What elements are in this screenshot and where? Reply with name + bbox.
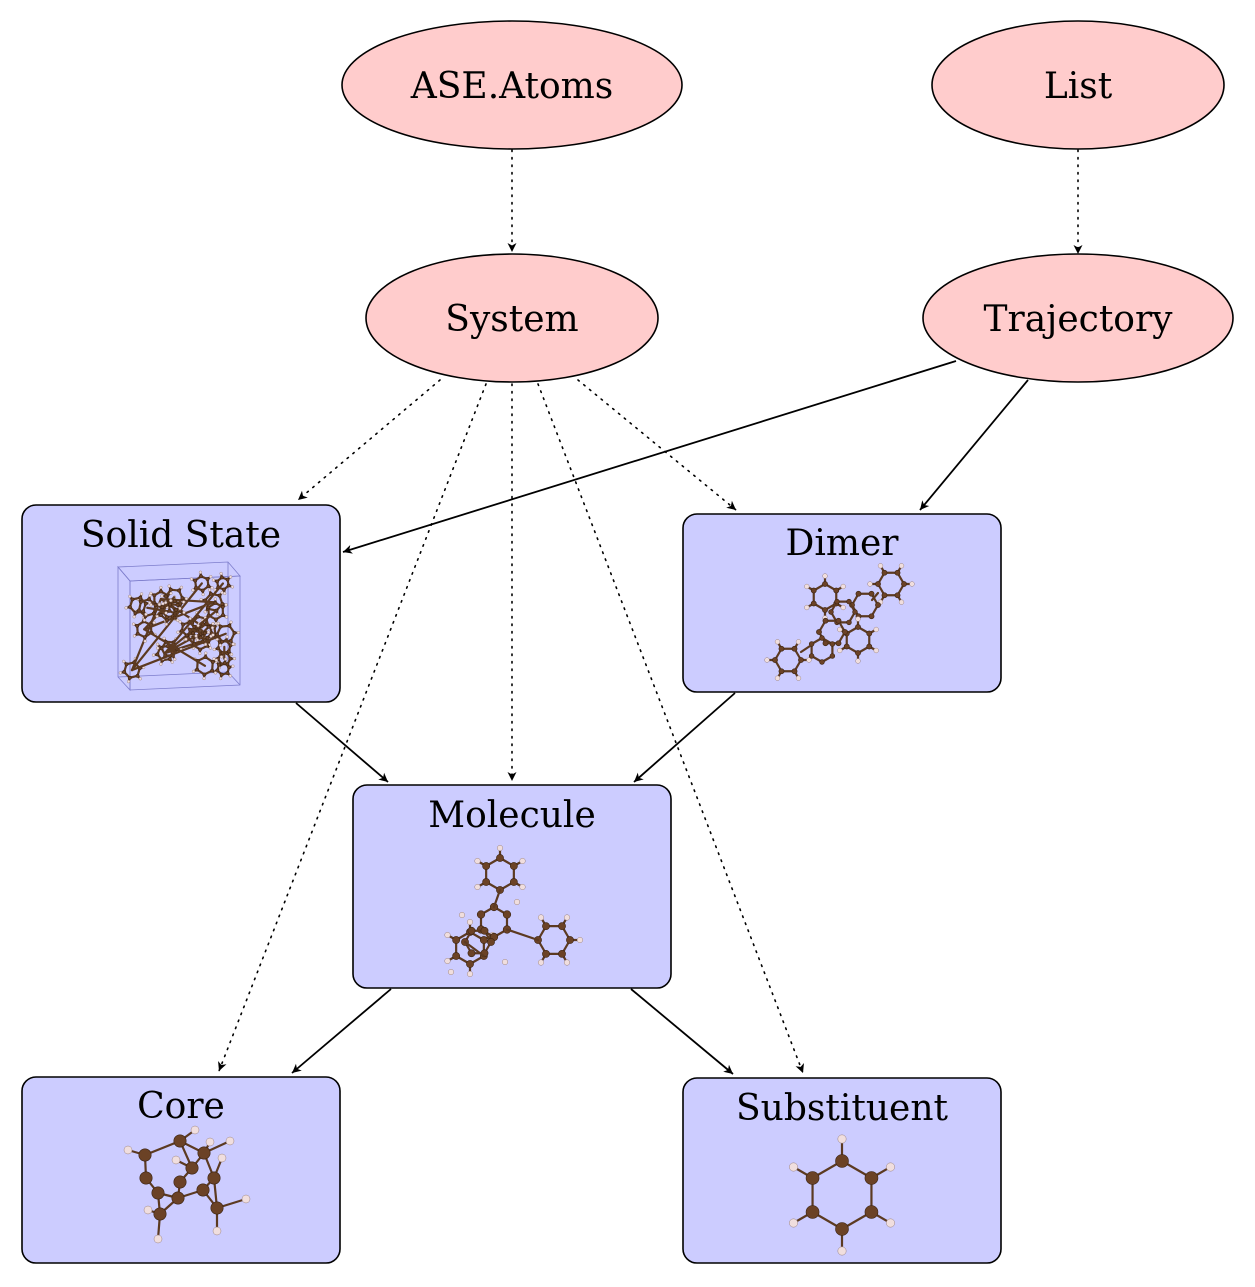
edge-trajectory-to-dimer [919,379,1029,511]
node-system: System [365,253,659,383]
node-substituent: Substituent [682,1077,1002,1264]
ase-atoms-label: ASE.Atoms [410,66,614,107]
edge-system-to-core [218,383,487,1072]
edge-solid-state-to-molecule [295,702,389,783]
edges [218,149,1083,1075]
solid-state-crystal-image [117,561,241,692]
edge-system-to-substituent [537,383,804,1074]
edge-system-to-solid-state [297,379,441,501]
edge-trajectory-to-solid-state [342,360,957,554]
node-ase-atoms: ASE.Atoms [341,20,683,150]
dimer-label: Dimer [785,523,899,564]
node-molecule: Molecule [352,784,672,989]
system-label: System [445,299,578,340]
substituent-structure-image [789,1134,895,1256]
edge-molecule-to-substituent [630,988,734,1075]
core-label: Core [137,1086,225,1127]
node-list: List [931,20,1225,150]
node-trajectory: Trajectory [922,253,1234,383]
edge-dimer-to-molecule [633,692,736,783]
node-solid-state: Solid State [21,504,341,703]
dimer-molecule-image [764,563,915,681]
trajectory-label: Trajectory [984,299,1174,340]
edge-molecule-to-core [291,988,392,1074]
node-core: Core [21,1076,341,1264]
molecule-label: Molecule [428,795,596,836]
core-structure-image [123,1125,251,1244]
node-dimer: Dimer [682,513,1002,693]
substituent-label: Substituent [736,1088,948,1129]
edge-system-to-dimer [577,379,737,511]
list-label: List [1044,66,1113,107]
solid-state-label: Solid State [81,515,281,556]
molecule-structure-image [444,844,584,978]
